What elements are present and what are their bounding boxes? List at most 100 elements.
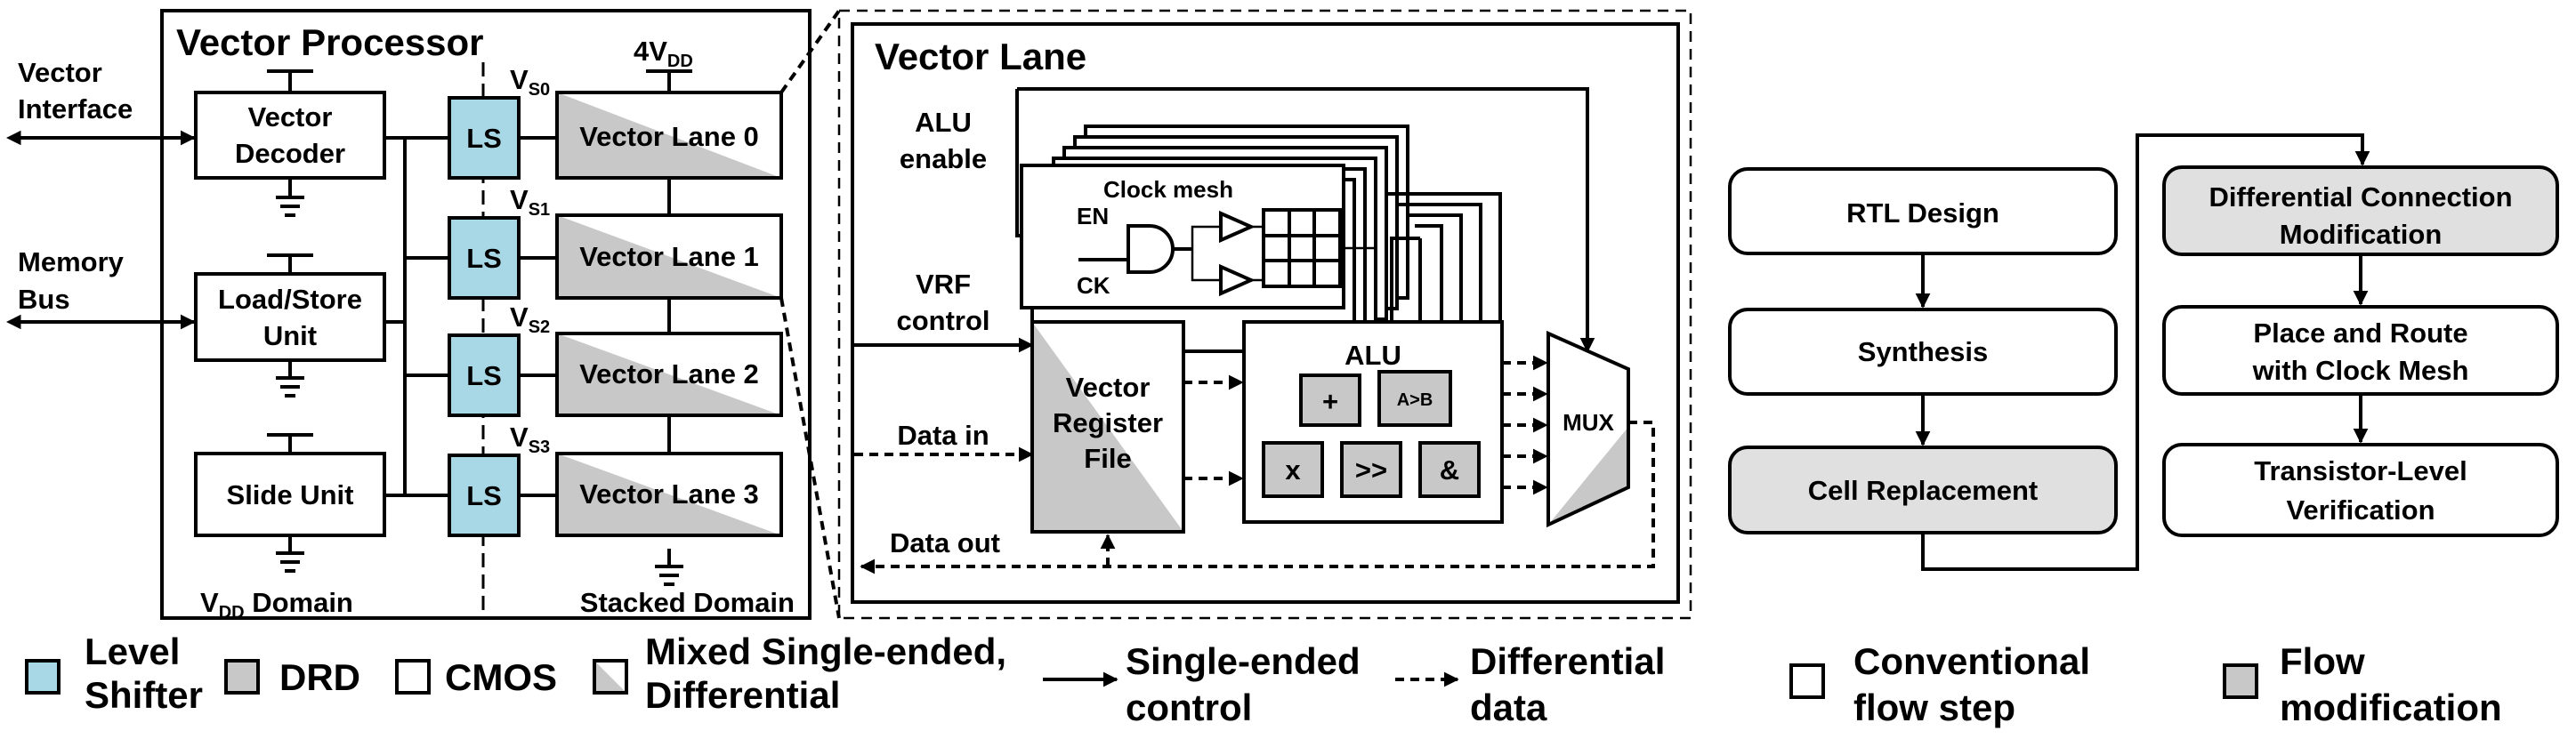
alu-op-shift-label: >> bbox=[1355, 454, 1387, 486]
memory-bus-label-2: Bus bbox=[18, 284, 70, 315]
clock-mesh-label: Clock mesh bbox=[1103, 176, 1233, 203]
vector-lane-2-label: Vector Lane 2 bbox=[579, 358, 759, 390]
vector-lane-2: Vector Lane 2 bbox=[555, 332, 783, 417]
alu-enable-label-2: enable bbox=[900, 143, 987, 174]
legend-mixed-2: Differential bbox=[645, 674, 840, 716]
flow-step-differential-connection-label-2: Modification bbox=[2280, 219, 2443, 250]
level-shifters: LS LS LS LS bbox=[448, 96, 557, 537]
register-file bbox=[1030, 320, 1185, 534]
clock-mesh-stack bbox=[1020, 124, 1409, 353]
legend-differential-1: Differential bbox=[1470, 640, 1665, 682]
flow-step-place-and-route: Place and Route with Clock Mesh bbox=[2162, 305, 2559, 396]
legend-single-ended-2: control bbox=[1126, 687, 1252, 728]
clock-grid-icon bbox=[1262, 208, 1342, 288]
level-shifter-1 bbox=[448, 216, 521, 300]
mux bbox=[1546, 330, 1630, 528]
ls-label-1: LS bbox=[466, 243, 502, 274]
vector-lane-title: Vector Lane bbox=[875, 36, 1086, 77]
legend-level-shifter-swatch bbox=[25, 659, 61, 695]
legend-mixed-1: Mixed Single-ended, bbox=[645, 631, 1006, 672]
vrf-control-label-2: control bbox=[896, 305, 989, 336]
alu-op-mul bbox=[1262, 441, 1324, 498]
legend-differential-2: data bbox=[1470, 687, 1547, 728]
flow-step-synthesis: Synthesis bbox=[1728, 308, 2118, 396]
vdd-domain-label: VDD Domain bbox=[200, 587, 353, 622]
clock-buffer-icon-1 bbox=[1219, 210, 1256, 244]
data-out-label: Data out bbox=[890, 527, 1000, 558]
vector-lane-1: Vector Lane 1 bbox=[555, 213, 783, 300]
flow-step-place-and-route-label-1: Place and Route bbox=[2253, 317, 2467, 349]
stacked-domain-label: Stacked Domain bbox=[580, 587, 795, 618]
flow-step-transistor-verification: Transistor-Level Verification bbox=[2162, 443, 2559, 537]
vs1-label: VS1 bbox=[510, 184, 550, 220]
ck-label: CK bbox=[1077, 272, 1110, 299]
legend-modification-1: Flow bbox=[2280, 640, 2365, 682]
alu-op-mul-label: x bbox=[1285, 454, 1301, 486]
vector-lane-1-label: Vector Lane 1 bbox=[579, 241, 759, 272]
level-shifter-3 bbox=[448, 454, 521, 537]
alu-enable-wire-to-mux bbox=[1017, 87, 1595, 353]
legend-conventional-swatch bbox=[1789, 663, 1825, 699]
alu-op-add bbox=[1299, 374, 1361, 427]
flow-step-transistor-verification-label-2: Verification bbox=[2286, 494, 2435, 526]
slide-unit-box bbox=[194, 452, 386, 537]
vector-lane-3-label: Vector Lane 3 bbox=[579, 478, 759, 510]
alu-op-compare-label: A>B bbox=[1397, 390, 1433, 410]
legend-mixed-swatch bbox=[593, 659, 628, 695]
unit-bus bbox=[384, 136, 449, 497]
alu-label: ALU bbox=[1345, 340, 1401, 371]
vs3-label: VS3 bbox=[510, 422, 550, 457]
legend-level-shifter-1: Level bbox=[85, 631, 180, 672]
load-store-label-2: Unit bbox=[263, 320, 317, 351]
flow-step-cell-replacement: Cell Replacement bbox=[1728, 446, 2118, 534]
legend-modification-swatch bbox=[2223, 663, 2258, 699]
legend-conventional-1: Conventional bbox=[1853, 640, 2090, 682]
load-store-unit-box bbox=[194, 272, 386, 362]
vs2-label: VS2 bbox=[510, 301, 550, 337]
alu-op-and-label: & bbox=[1440, 454, 1459, 486]
vector-lanes: Vector Lane 0 Vector Lane 1 Vector Lane … bbox=[555, 91, 783, 537]
legend-cmos-swatch bbox=[395, 659, 431, 695]
slide-unit-label: Slide Unit bbox=[227, 479, 354, 510]
zoom-line-top bbox=[779, 9, 841, 94]
flow-step-rtl-design: RTL Design bbox=[1728, 167, 2118, 255]
flow-step-differential-connection: Differential Connection Modification bbox=[2162, 165, 2559, 256]
vector-lane-3: Vector Lane 3 bbox=[555, 452, 783, 537]
level-shifter-0 bbox=[448, 96, 521, 180]
ls-label-0: LS bbox=[466, 123, 502, 154]
en-label: EN bbox=[1077, 203, 1109, 229]
mux-label: MUX bbox=[1563, 409, 1614, 436]
zoom-line-bottom bbox=[779, 297, 841, 619]
vector-decoder-label-2: Decoder bbox=[235, 138, 345, 169]
vector-interface-label-2: Interface bbox=[18, 93, 133, 124]
legend-conventional-2: flow step bbox=[1853, 687, 2015, 728]
vector-processor-title: Vector Processor bbox=[176, 21, 484, 63]
vs0-label: VS0 bbox=[510, 64, 550, 100]
clock-buffer-icon-2 bbox=[1219, 263, 1256, 297]
register-file-label-2: Register bbox=[1053, 407, 1163, 438]
vector-lane-0: Vector Lane 0 bbox=[555, 91, 783, 180]
register-file-label-3: File bbox=[1084, 443, 1131, 474]
alu-enable-label-1: ALU bbox=[915, 107, 972, 138]
data-out-arrow bbox=[860, 421, 1655, 574]
supply-4vdd-label: 4VDD bbox=[634, 36, 693, 71]
vector-lane-panel: Vector Lane ALU enable Clock mesh EN CK bbox=[837, 9, 1692, 620]
flow-step-differential-connection-label-1: Differential Connection bbox=[2209, 181, 2512, 213]
register-file-label-1: Vector bbox=[1066, 372, 1151, 403]
vector-interface-label-1: Vector bbox=[18, 57, 102, 88]
alu-op-shift bbox=[1340, 441, 1402, 498]
flow-step-synthesis-label: Synthesis bbox=[1858, 336, 1988, 367]
load-store-label-1: Load/Store bbox=[218, 284, 362, 315]
vector-decoder-box bbox=[194, 91, 386, 180]
flow-step-place-and-route-label-2: with Clock Mesh bbox=[2252, 355, 2469, 386]
alu-to-mux bbox=[1502, 355, 1548, 495]
ls-label-3: LS bbox=[466, 480, 502, 511]
flow-step-cell-replacement-label: Cell Replacement bbox=[1808, 475, 2038, 506]
legend-drd-swatch bbox=[224, 659, 260, 695]
flow-step-rtl-design-label: RTL Design bbox=[1846, 197, 1999, 229]
data-in-label: Data in bbox=[897, 420, 989, 451]
vector-lane-0-label: Vector Lane 0 bbox=[579, 121, 759, 152]
legend-single-ended-1: Single-ended bbox=[1126, 640, 1361, 682]
vrf-control-label-1: VRF bbox=[916, 269, 971, 300]
